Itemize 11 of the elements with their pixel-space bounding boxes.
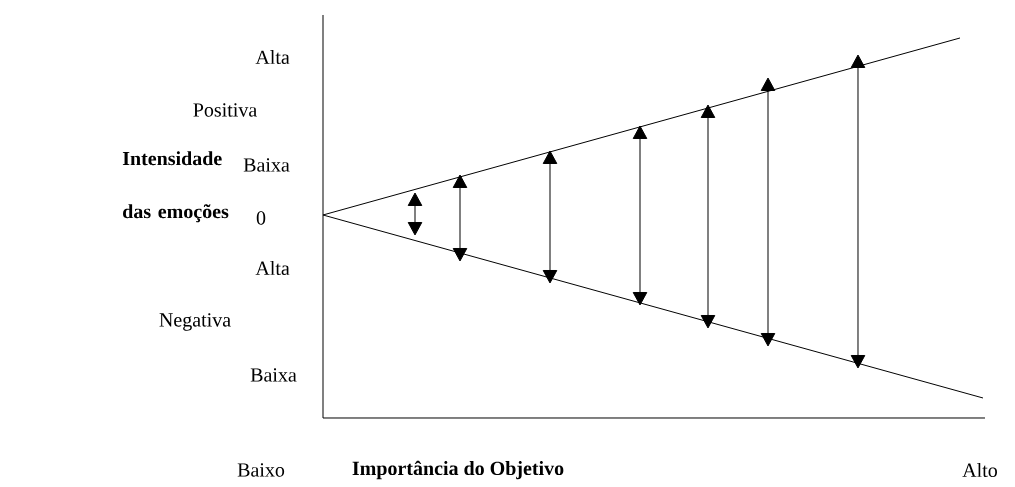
axis-label: Intensidade das emoções	[122, 151, 229, 223]
axis-label: Importância do Objetivo	[352, 460, 564, 480]
axis-label: Baixa	[243, 158, 290, 172]
axis-label: 0	[256, 211, 266, 225]
axis-label: Baixa	[250, 368, 297, 382]
axis-label: Alta	[255, 49, 290, 64]
axis-label: Positiva	[193, 103, 257, 117]
axis-label: Alto	[962, 462, 997, 477]
axis-label: Negativa	[159, 313, 231, 331]
axis-label: Baixo	[237, 463, 285, 477]
axis-label: Alta	[255, 260, 290, 275]
